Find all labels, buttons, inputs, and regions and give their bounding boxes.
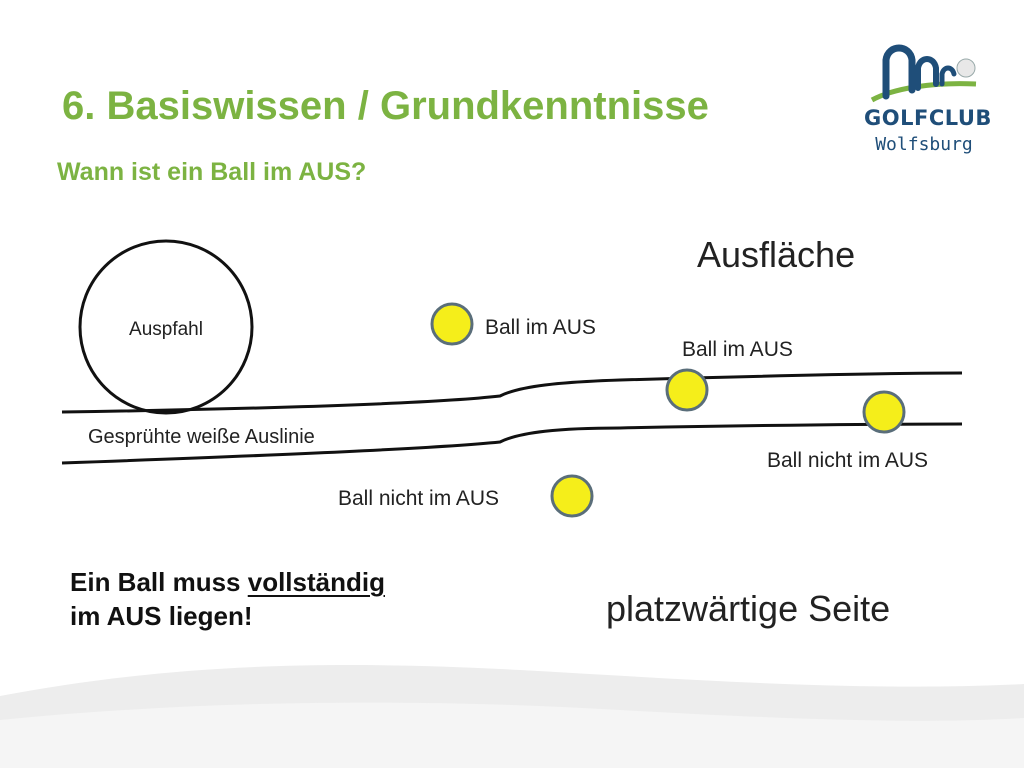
ball-not-out-1	[862, 390, 906, 434]
rule-note-part2: im AUS liegen!	[70, 600, 253, 631]
line-label: Gesprühte weiße Auslinie	[88, 426, 315, 448]
boundary-line-upper	[61, 371, 963, 414]
ball-not-out-2	[550, 474, 594, 518]
golf-hills-icon	[870, 44, 977, 103]
golfclub-logo: GOLFCLUB Wolfsburg	[864, 38, 992, 162]
logo-club-name: GOLFCLUB	[864, 106, 992, 130]
post-label: Auspfahl	[129, 319, 203, 340]
ball-in-out-1	[430, 302, 474, 346]
out-area-label: Ausfläche	[697, 234, 856, 275]
boundary-line-lower	[61, 422, 963, 465]
rule-note-part1: Ein Ball muss	[70, 567, 248, 597]
ball-label-1: Ball im AUS	[485, 316, 596, 339]
slide-subtitle: Wann ist ein Ball im AUS?	[57, 158, 367, 186]
ball-label-3: Ball nicht im AUS	[767, 449, 928, 472]
slide-title: 6. Basiswissen / Grundkenntnisse	[62, 84, 709, 128]
out-of-bounds-post	[78, 239, 254, 415]
rule-note: Ein Ball muss vollständig im AUS liegen!	[70, 566, 385, 634]
ball-in-out-2	[665, 368, 709, 412]
logo-city-name: Wolfsburg	[875, 134, 973, 155]
bottom-decor-wave	[0, 665, 1024, 768]
rule-note-emphasis: vollständig	[247, 567, 385, 597]
ball-label-2: Ball im AUS	[682, 338, 793, 361]
course-side-label: platzwärtige Seite	[606, 588, 891, 629]
ball-label-4: Ball nicht im AUS	[338, 487, 499, 510]
